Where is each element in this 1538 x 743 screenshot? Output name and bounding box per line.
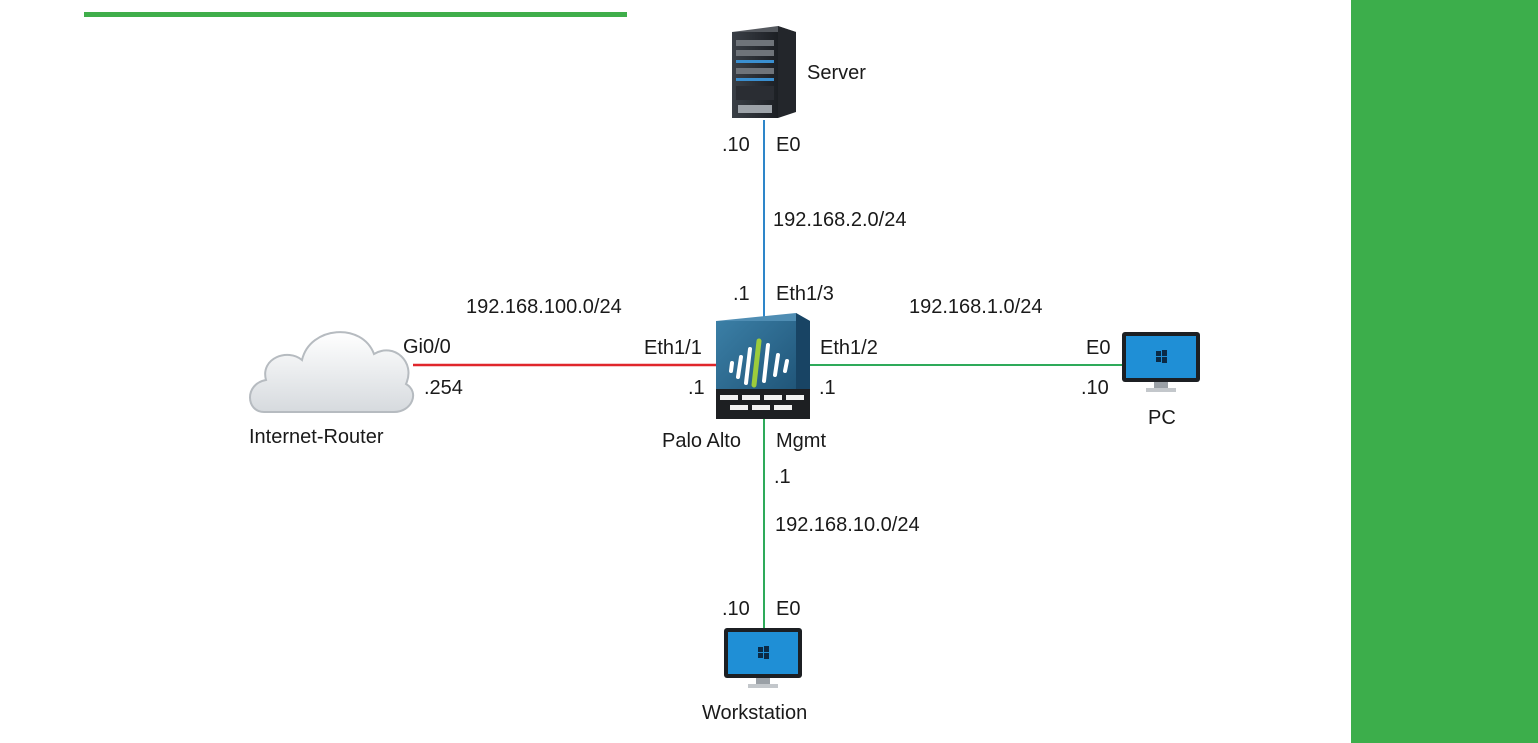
server-node[interactable] [726, 20, 798, 129]
pc-label: PC [1148, 407, 1176, 429]
fw-eth13-port: Eth1/3 [776, 283, 834, 305]
fw-eth11-port: Eth1/1 [644, 337, 702, 359]
fw-eth12-ip: .1 [819, 377, 836, 399]
monitor-icon [724, 628, 802, 688]
monitor-icon [1122, 332, 1200, 392]
firewall-node[interactable] [714, 311, 814, 428]
router-port: Gi0/0 [403, 336, 451, 358]
server-icon [732, 26, 796, 118]
server-network: 192.168.2.0/24 [773, 209, 907, 231]
server-label: Server [807, 62, 866, 84]
firewall-label: Palo Alto [662, 430, 741, 452]
router-label: Internet-Router [249, 426, 384, 448]
internet-network: 192.168.100.0/24 [466, 296, 622, 318]
fw-eth12-port: Eth1/2 [820, 337, 878, 359]
pc-ip: .10 [1081, 377, 1109, 399]
top-accent-line [84, 12, 627, 17]
pc-network: 192.168.1.0/24 [909, 296, 1043, 318]
workstation-label: Workstation [702, 702, 808, 724]
workstation-node[interactable] [722, 626, 804, 697]
cloud-icon [249, 331, 415, 413]
server-ip: .10 [722, 134, 750, 156]
fw-mgmt-port: Mgmt [776, 430, 826, 452]
pc-port: E0 [1086, 337, 1111, 359]
router-node[interactable] [244, 314, 416, 423]
pc-node[interactable] [1120, 330, 1202, 401]
workstation-network: 192.168.10.0/24 [775, 514, 920, 536]
server-port: E0 [776, 134, 801, 156]
fw-eth11-ip: .1 [688, 377, 705, 399]
right-accent-panel [1351, 0, 1538, 743]
firewall-icon [716, 313, 810, 419]
fw-mgmt-ip: .1 [774, 466, 791, 488]
router-ip: .254 [424, 377, 463, 399]
workstation-ip: .10 [722, 598, 750, 620]
workstation-port: E0 [776, 598, 801, 620]
fw-eth13-ip: .1 [733, 283, 750, 305]
